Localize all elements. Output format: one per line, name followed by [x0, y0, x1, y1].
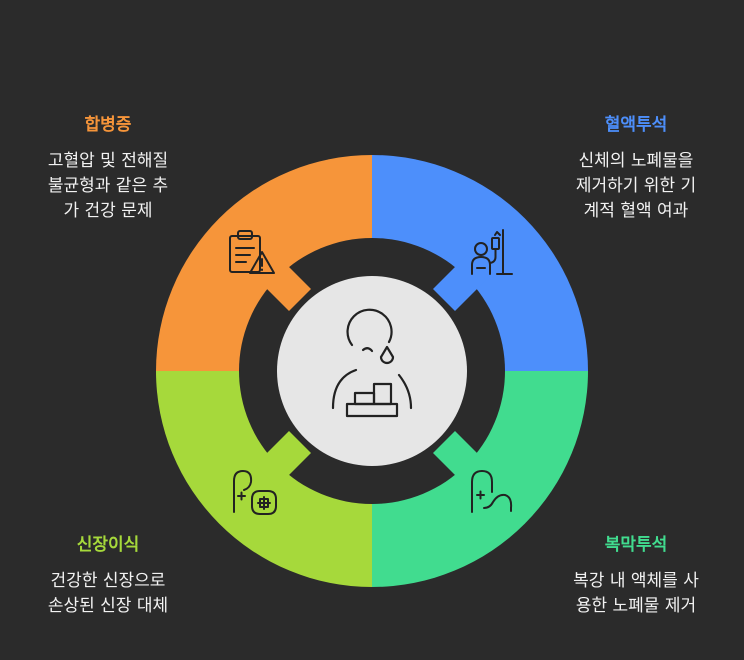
sad-patient-icon: [331, 308, 413, 418]
label-complications: 합병증 고혈압 및 전해질 불균형과 같은 추 가 건강 문제: [8, 110, 208, 224]
kidney-medical-icon: [233, 470, 277, 515]
label-transplant: 신장이식 건강한 신장으로 손상된 신장 대체: [8, 530, 208, 619]
hemodialysis-description: 신체의 노폐물을 제거하기 위한 기 계적 혈액 여과: [575, 151, 697, 221]
hemodialysis-title: 혈액투석: [604, 115, 668, 135]
connector-transplant: [255, 431, 311, 487]
abdomen-tube-icon: [471, 470, 513, 513]
complications-title: 합병증: [84, 115, 132, 135]
connector-complications: [255, 255, 311, 311]
clipboard-warning-icon: [229, 230, 275, 274]
transplant-description: 건강한 신장으로 손상된 신장 대체: [47, 571, 169, 616]
iv-drip-patient-icon: [471, 229, 513, 275]
transplant-title: 신장이식: [76, 535, 140, 555]
label-hemodialysis: 혈액투석 신체의 노폐물을 제거하기 위한 기 계적 혈액 여과: [536, 110, 736, 224]
complications-description: 고혈압 및 전해질 불균형과 같은 추 가 건강 문제: [47, 151, 169, 221]
peritoneal-description: 복강 내 액체를 사 용한 노폐물 제거: [573, 571, 699, 616]
connector-hemodialysis: [433, 255, 489, 311]
label-peritoneal: 복막투석 복강 내 액체를 사 용한 노폐물 제거: [536, 530, 736, 619]
center-disk: [277, 276, 467, 466]
peritoneal-title: 복막투석: [604, 535, 668, 555]
